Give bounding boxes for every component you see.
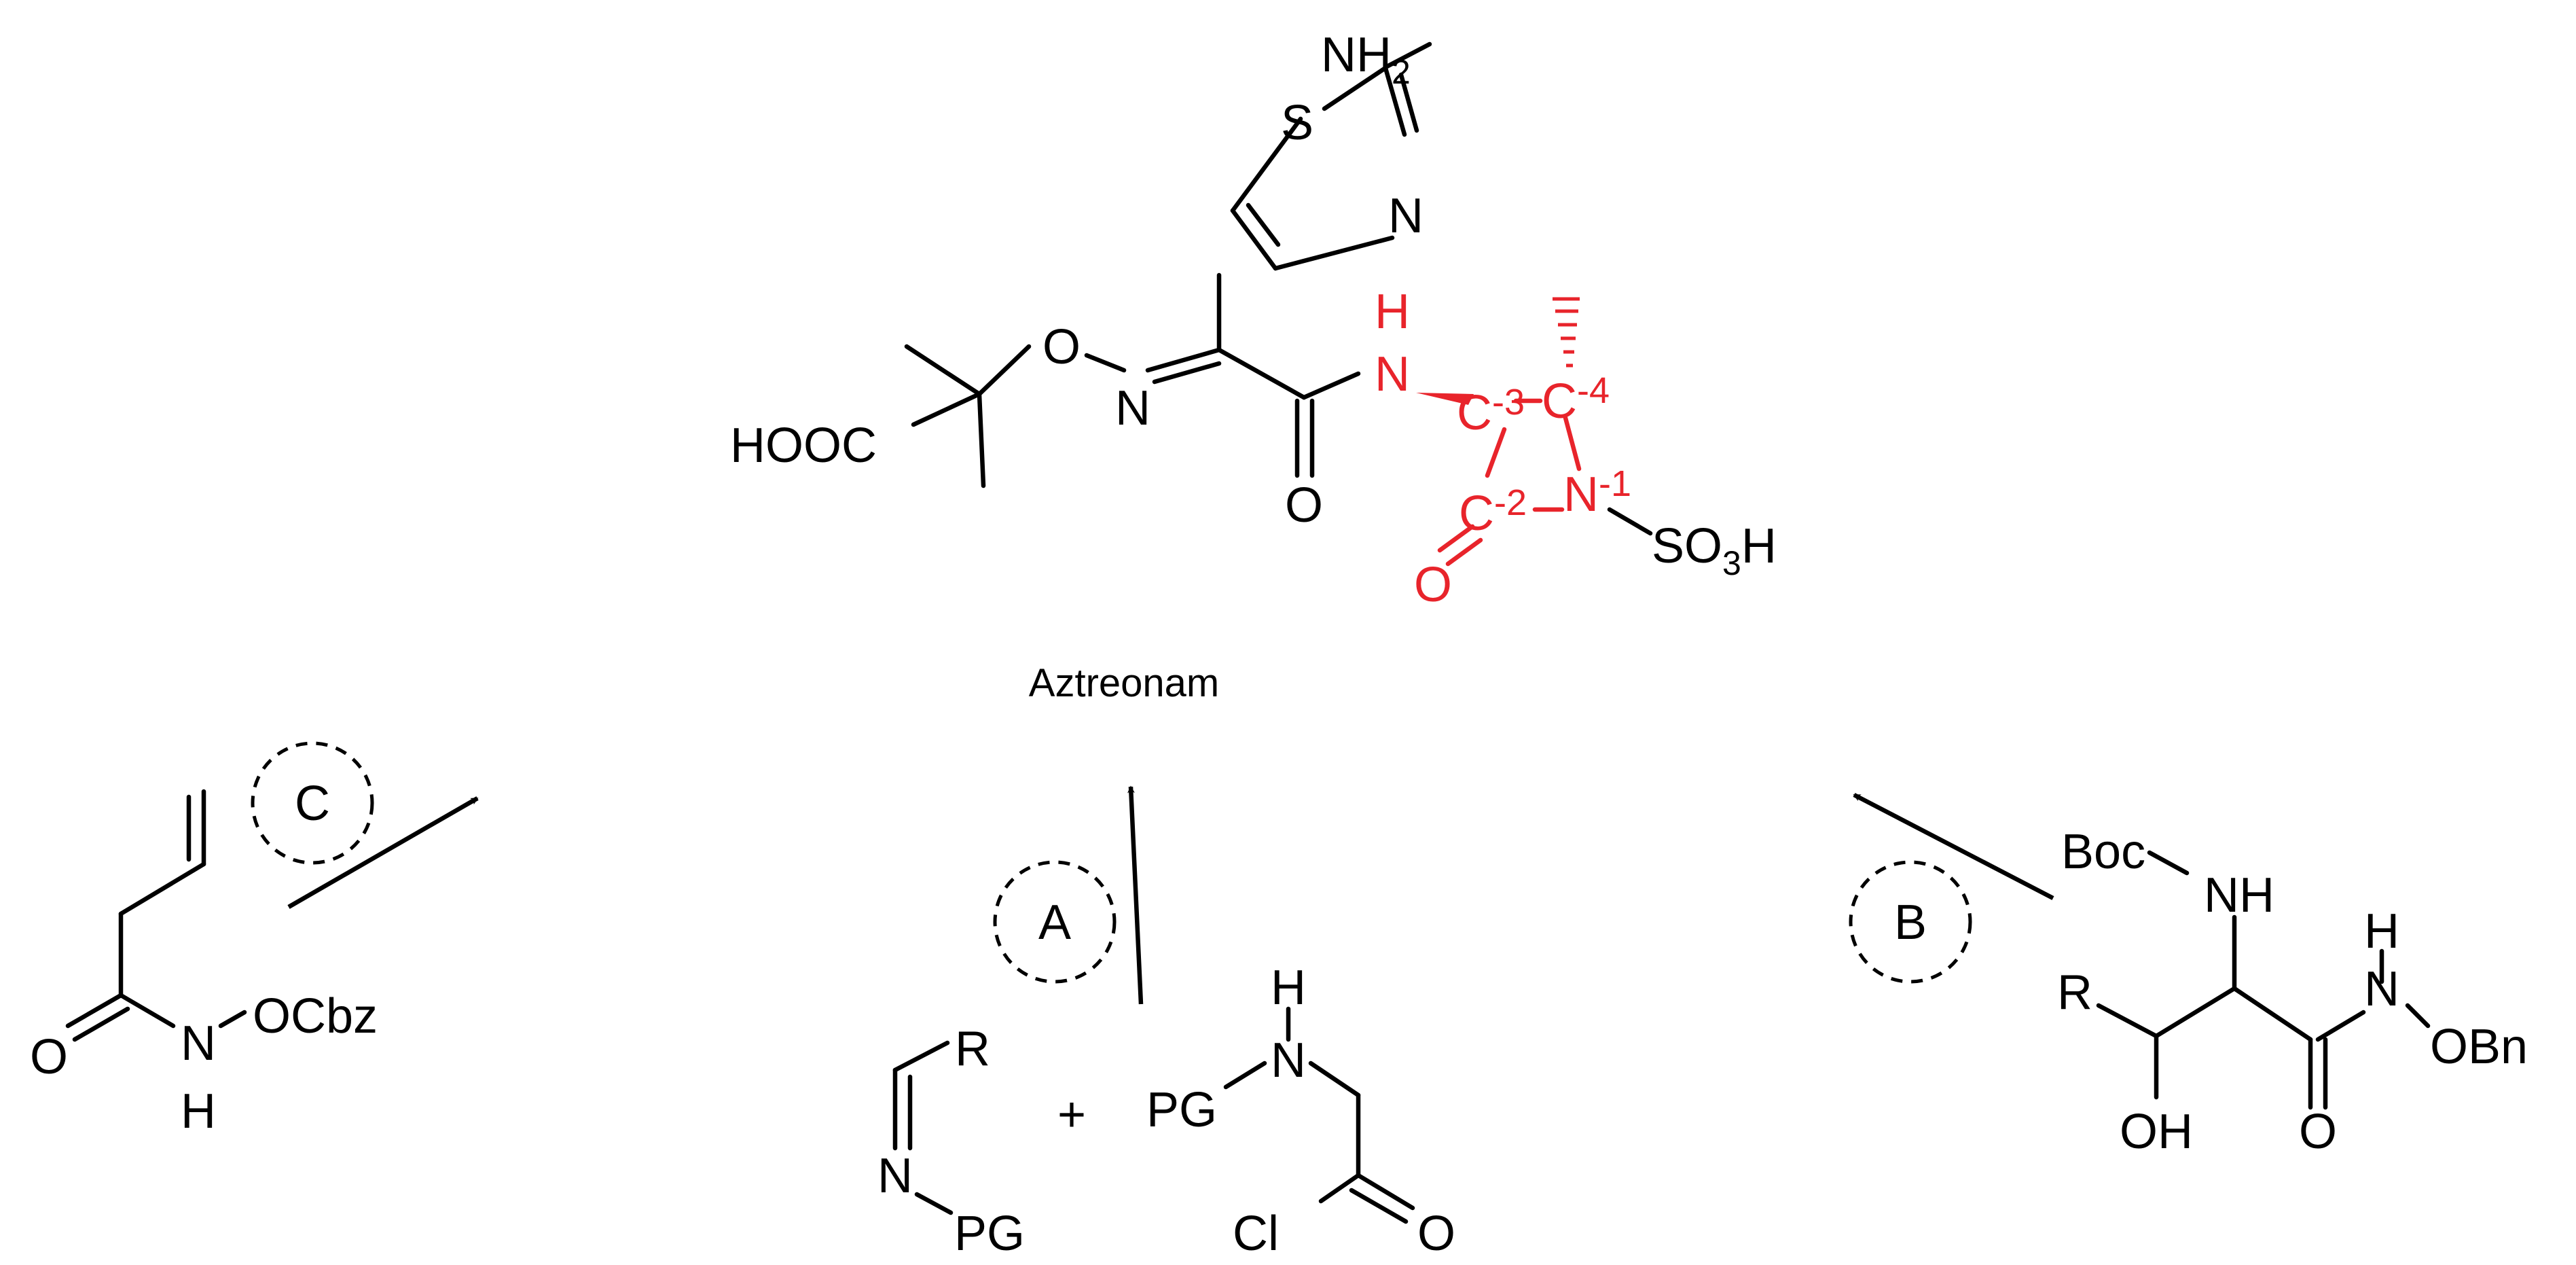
bond [1398, 72, 1419, 133]
hydroxyl-label: OH [2120, 1105, 2193, 1159]
bond [1437, 524, 1475, 553]
imine-nitrogen-label: N [877, 1149, 913, 1203]
amine-label: NH [2204, 868, 2274, 923]
route-a-imine: R N PG [877, 1022, 1025, 1261]
bond [1322, 65, 1388, 111]
route-a-label: A [1038, 895, 1071, 950]
hydroxamate-hydrogen-label: H [2364, 904, 2399, 959]
lactam-oxygen-label: O [1414, 558, 1452, 612]
route-a-arrow [1127, 785, 1144, 1005]
bond [1349, 1188, 1409, 1224]
c4-label: C-4 [1542, 370, 1610, 429]
amide-oxygen-label: O [2299, 1105, 2337, 1159]
c2-label: C-2 [1459, 482, 1527, 541]
bond [1230, 208, 1278, 271]
bond [218, 1010, 247, 1029]
bond [118, 861, 206, 916]
bond [1152, 361, 1222, 385]
route-a-marker: A [993, 860, 1117, 984]
carboxylic-acid-label: HOOC [730, 418, 877, 473]
hydroxamate-nitrogen-label: N [181, 1016, 216, 1071]
route-b-marker: B [1849, 860, 1972, 984]
bond [2315, 1010, 2366, 1042]
wedge-bond [1416, 393, 1474, 405]
ocbz-label: OCbz [253, 989, 378, 1044]
glycine-hydrogen-label: H [1271, 961, 1306, 1015]
r-group-label: R [2057, 965, 2092, 1020]
oxime-oxygen-label: O [1042, 320, 1081, 374]
glycine-nitrogen-label: N [1271, 1033, 1306, 1088]
bond [914, 1192, 954, 1215]
bond [1084, 353, 1127, 373]
route-a-acid-chloride: H PG N Cl O [1146, 961, 1455, 1261]
bond [904, 344, 982, 397]
bond [2147, 850, 2190, 876]
plus-sign: + [1057, 1088, 1086, 1142]
bond [2154, 986, 2237, 1039]
amino-label: NH2 [1321, 28, 1411, 91]
route-b-arrow [1853, 793, 2054, 900]
bond [1318, 1173, 1361, 1204]
bond [1216, 347, 1307, 400]
bond [2096, 1003, 2159, 1039]
boc-label: Boc [2061, 825, 2145, 879]
bond [1384, 41, 1432, 69]
glycine-pg-label: PG [1146, 1083, 1217, 1137]
bond [1230, 116, 1303, 213]
route-c-arrow [287, 796, 479, 909]
route-c-reactant: O N H OCbz [30, 789, 378, 1139]
bond [1383, 65, 1407, 137]
c3-label: C-3 [1457, 382, 1525, 440]
bond [2405, 1003, 2431, 1029]
n1-label: N-1 [1563, 463, 1631, 522]
amide-hydrogen-label: H [1375, 285, 1410, 339]
compound-name: Aztreonam [1029, 661, 1219, 705]
bond [2232, 986, 2313, 1042]
bond [977, 391, 986, 488]
bond [65, 993, 124, 1029]
imine-pg-label: PG [954, 1207, 1025, 1261]
bond [1607, 507, 1653, 536]
bond [1485, 427, 1507, 478]
bond [1308, 1061, 1361, 1098]
bond [1273, 235, 1395, 271]
acyl-oxygen-label: O [1417, 1207, 1455, 1261]
bond [1356, 1173, 1415, 1211]
amide-oxygen-label: O [1285, 478, 1323, 533]
route-b-label: B [1894, 895, 1927, 950]
oxime-nitrogen-label: N [1115, 381, 1150, 435]
obn-label: OBn [2430, 1020, 2528, 1074]
hashed-bond [1553, 297, 1580, 368]
route-c-label: C [295, 777, 330, 831]
route-c-marker: C [251, 741, 374, 865]
bond [892, 1040, 950, 1073]
hydroxamate-nitrogen-label: N [2364, 962, 2399, 1016]
route-b-reactant: Boc NH R OH H N OBn O [2057, 825, 2528, 1159]
nitrogen-hydrogen-label: H [181, 1084, 216, 1139]
ring-nitrogen-label: N [1388, 189, 1423, 243]
bond [1301, 371, 1361, 400]
bond [118, 993, 176, 1029]
bond [1145, 347, 1222, 373]
sulfur-label: S [1281, 96, 1313, 150]
bond [1563, 415, 1582, 471]
amide-nitrogen-label: N [1375, 347, 1410, 402]
sulfonic-acid-label: SO3H [1652, 519, 1777, 582]
bond [1223, 1061, 1267, 1090]
bond [977, 344, 1032, 397]
aztreonam-structure: NH2 S N O N HOOC O H N C-3 C-4 C-2 N-1 O… [730, 28, 1777, 705]
bond [911, 391, 982, 427]
bond [1246, 202, 1281, 247]
carbonyl-oxygen-label: O [30, 1030, 68, 1084]
imine-r-label: R [955, 1022, 990, 1076]
chloride-label: Cl [1233, 1207, 1279, 1261]
bond [72, 1006, 130, 1042]
bond [1445, 537, 1483, 567]
